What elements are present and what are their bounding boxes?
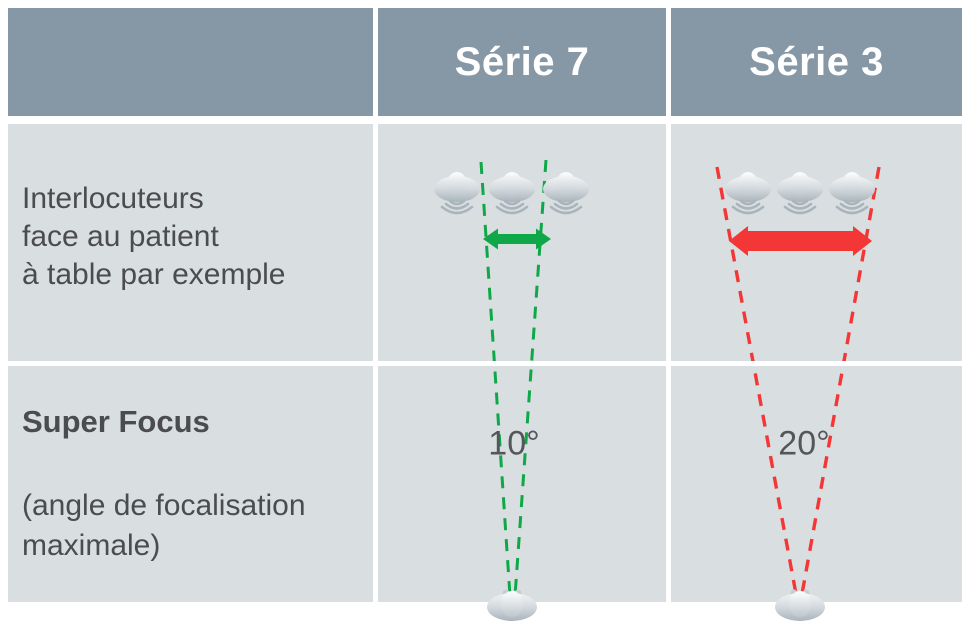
label-line-2: face au patient (22, 220, 219, 253)
serie7-title: Série 7 (454, 39, 590, 84)
serie7-angle-value: 10° (488, 424, 540, 463)
serie3-angle-value: 20° (778, 424, 830, 463)
header-cell-empty (8, 8, 373, 116)
header-cell-serie3: Série 3 (671, 8, 962, 116)
serie3-angle-cell (671, 366, 962, 602)
subtitle-line-1: (angle de focalisation (22, 489, 306, 522)
label-line-3: à table par exemple (22, 258, 286, 291)
serie3-interlocutors-cell (671, 124, 962, 361)
label-line-1: Interlocuteurs (22, 182, 204, 215)
superfocus-subtitle: (angle de focalisation maximale) (22, 486, 363, 566)
serie7-angle-cell (378, 366, 666, 602)
subtitle-line-2: maximale) (22, 529, 161, 562)
row-label-interlocutors: Interlocuteurs face au patient à table p… (8, 124, 373, 361)
serie7-interlocutors-cell (378, 124, 666, 361)
serie3-title: Série 3 (749, 39, 884, 84)
row-label-superfocus: Super Focus (angle de focalisation maxim… (8, 366, 373, 602)
superfocus-title: Super Focus (22, 404, 210, 439)
header-cell-serie7: Série 7 (378, 8, 666, 116)
